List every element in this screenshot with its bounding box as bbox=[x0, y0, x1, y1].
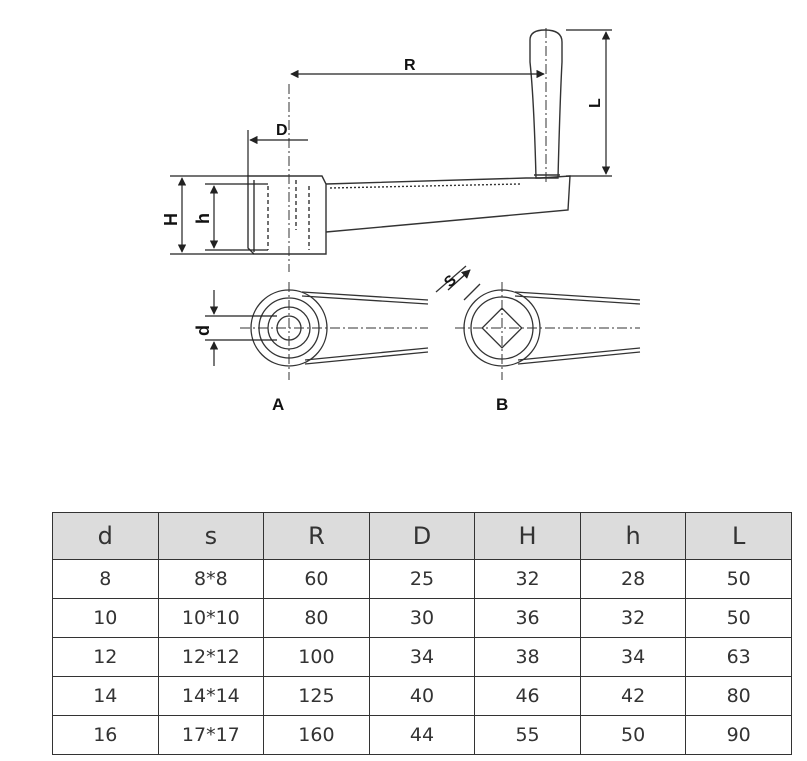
table-cell: 17*17 bbox=[157, 715, 265, 755]
crank-handle-drawing: R L D H h d S A B bbox=[161, 28, 641, 414]
crank-arm bbox=[325, 175, 571, 233]
table-cell: 12 bbox=[52, 637, 159, 677]
label-h-inner: h bbox=[193, 213, 213, 224]
table-cell: 32 bbox=[474, 559, 581, 599]
header-s: s bbox=[157, 512, 265, 560]
header-l: L bbox=[685, 512, 792, 560]
table-cell: 8 bbox=[52, 559, 159, 599]
table-cell: 50 bbox=[685, 598, 792, 638]
dim-d-lower bbox=[205, 290, 277, 366]
label-h-outer: H bbox=[161, 213, 181, 226]
label-r: R bbox=[404, 57, 416, 74]
table-row: 16 17*17 160 44 55 50 90 bbox=[52, 715, 792, 755]
label-d-upper: D bbox=[276, 122, 288, 139]
table-row: 8 8*8 60 25 32 28 50 bbox=[52, 559, 792, 599]
table-cell: 25 bbox=[368, 559, 476, 599]
view-a bbox=[240, 282, 429, 380]
table-cell: 14*14 bbox=[157, 676, 265, 716]
table-cell: 100 bbox=[263, 637, 370, 677]
header-d-upper: D bbox=[368, 512, 476, 560]
side-view bbox=[247, 28, 571, 272]
table-cell: 28 bbox=[579, 559, 687, 599]
table-cell: 32 bbox=[579, 598, 687, 638]
table-cell: 8*8 bbox=[157, 559, 265, 599]
table-cell: 46 bbox=[474, 676, 581, 716]
header-h-outer: H bbox=[474, 512, 581, 560]
label-l: L bbox=[587, 98, 604, 108]
table-cell: 34 bbox=[579, 637, 687, 677]
header-d: d bbox=[52, 512, 159, 560]
table-cell: 125 bbox=[263, 676, 370, 716]
hub-outline bbox=[247, 175, 327, 255]
label-d-lower: d bbox=[193, 325, 213, 336]
table-cell: 10*10 bbox=[157, 598, 265, 638]
table-cell: 34 bbox=[368, 637, 476, 677]
table-row: 12 12*12 100 34 38 34 63 bbox=[52, 637, 792, 677]
table-row: 14 14*14 125 40 46 42 80 bbox=[52, 676, 792, 716]
table-row: 10 10*10 80 30 36 32 50 bbox=[52, 598, 792, 638]
table-cell: 80 bbox=[685, 676, 792, 716]
table-cell: 50 bbox=[579, 715, 687, 755]
handle-grip bbox=[529, 29, 563, 179]
label-view-a: A bbox=[272, 395, 284, 414]
table-cell: 36 bbox=[474, 598, 581, 638]
dimension-lines bbox=[170, 29, 612, 255]
spec-table: d s R D H h L 8 8*8 60 25 32 28 50 10 10… bbox=[52, 512, 792, 755]
table-cell: 38 bbox=[474, 637, 581, 677]
table-header-row: d s R D H h L bbox=[52, 512, 792, 560]
table-cell: 55 bbox=[474, 715, 581, 755]
table-cell: 40 bbox=[368, 676, 476, 716]
table-cell: 10 bbox=[52, 598, 159, 638]
table-cell: 12*12 bbox=[157, 637, 265, 677]
header-r: R bbox=[263, 512, 370, 560]
table-cell: 63 bbox=[685, 637, 792, 677]
table-cell: 30 bbox=[368, 598, 476, 638]
label-view-b: B bbox=[496, 395, 508, 414]
table-cell: 60 bbox=[263, 559, 370, 599]
table-cell: 50 bbox=[685, 559, 792, 599]
table-cell: 80 bbox=[263, 598, 370, 638]
header-h-inner: h bbox=[579, 512, 687, 560]
table-cell: 160 bbox=[263, 715, 370, 755]
dim-s-line bbox=[447, 269, 471, 291]
table-cell: 90 bbox=[685, 715, 792, 755]
view-b bbox=[435, 265, 641, 380]
table-cell: 14 bbox=[52, 676, 159, 716]
table-cell: 44 bbox=[368, 715, 476, 755]
table-cell: 42 bbox=[579, 676, 687, 716]
table-cell: 16 bbox=[52, 715, 159, 755]
